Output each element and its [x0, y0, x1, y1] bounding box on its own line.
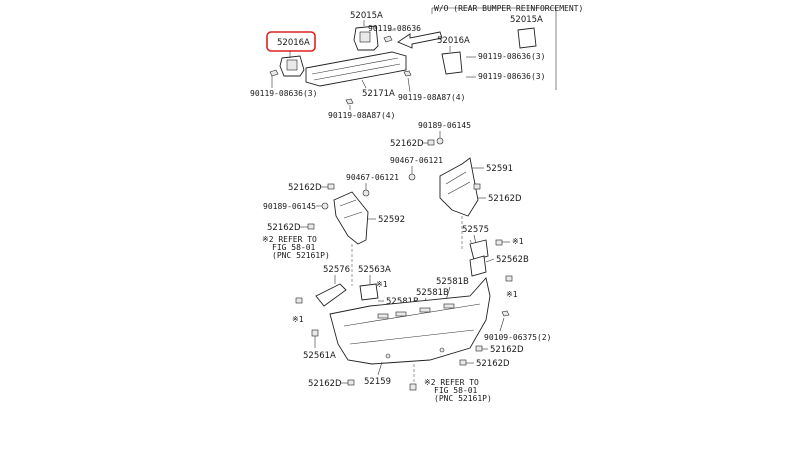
part-52563A-support[interactable] — [359, 283, 379, 301]
label-refer2-a[interactable]: ※2 REFER TO — [424, 378, 479, 387]
clip-mark1-l[interactable] — [295, 297, 303, 304]
bolt-90119-08A87-below[interactable] — [345, 98, 354, 105]
label-52015A-box[interactable]: 52015A — [510, 15, 543, 25]
bolt-90119-08636-left[interactable] — [269, 69, 279, 77]
part-52562B-support[interactable] — [469, 255, 487, 277]
label-52016A-main[interactable]: 52016A — [277, 38, 310, 48]
label-52162D-4[interactable]: 52162D — [267, 223, 301, 233]
label-52015A-top[interactable]: 52015A — [350, 11, 383, 21]
part-52015A-bracket[interactable] — [353, 25, 379, 51]
clip-52162D-3[interactable] — [327, 183, 335, 190]
label-52581B-1[interactable]: 52581B — [386, 297, 419, 307]
label-52162D-5[interactable]: 52162D — [490, 345, 524, 355]
clip-90189-06145-top[interactable] — [436, 137, 444, 145]
part-52575-retainer[interactable] — [469, 239, 489, 261]
clip-mark1-r[interactable] — [495, 239, 503, 246]
label-52562B[interactable]: 52562B — [496, 255, 529, 265]
label-52171A[interactable]: 52171A — [362, 89, 395, 99]
clip-52162D-7[interactable] — [347, 379, 355, 386]
clip-90467-06121-r[interactable] — [408, 173, 416, 181]
part-52171A-reinforcement[interactable] — [305, 51, 407, 87]
highlight-box-52016A — [266, 31, 316, 52]
wo-reinforcement-box — [431, 7, 557, 90]
label-52563A[interactable]: 52563A — [358, 265, 391, 275]
clip-52162D-6[interactable] — [459, 359, 467, 366]
clip-90467-06121-l[interactable] — [362, 189, 370, 197]
part-52015A-box-bracket[interactable] — [517, 27, 537, 49]
label-52162D-6[interactable]: 52162D — [476, 359, 510, 369]
clip-refer2[interactable] — [409, 383, 417, 391]
label-wo-box-title: W/O (REAR BUMPER REINFORCEMENT) — [434, 4, 583, 13]
label-90189-06145-l[interactable]: 90189-06145 — [263, 202, 316, 211]
label-90119-08636-box2[interactable]: 90119-08636(3) — [478, 72, 545, 81]
clip-52162D-4[interactable] — [307, 223, 315, 230]
label-52591[interactable]: 52591 — [486, 164, 513, 174]
label-90109-06375[interactable]: 90109-06375(2) — [484, 333, 551, 342]
label-90119-08636-left[interactable]: 90119-08636(3) — [250, 89, 317, 98]
label-52592[interactable]: 52592 — [378, 215, 405, 225]
clip-52561A[interactable] — [311, 329, 319, 337]
clip-52162D-1[interactable] — [427, 139, 435, 146]
bolt-90119-08636-top[interactable] — [383, 35, 393, 43]
bolt-90109-06375[interactable] — [501, 310, 510, 317]
label-52581B-2[interactable]: 52581B — [436, 277, 469, 287]
label-52162D-1[interactable]: 52162D — [390, 139, 424, 149]
label-52162D-2[interactable]: 52162D — [488, 194, 522, 204]
part-52159-bumper-cover[interactable] — [329, 277, 491, 365]
label-90467-06121-l[interactable]: 90467-06121 — [346, 173, 399, 182]
part-52591-retainer[interactable] — [439, 157, 479, 217]
part-52592-retainer[interactable] — [333, 191, 369, 245]
part-52016A-box-bracket[interactable] — [441, 51, 463, 75]
label-52576[interactable]: 52576 — [323, 265, 350, 275]
label-52159[interactable]: 52159 — [364, 377, 391, 387]
label-90119-08636-top[interactable]: 90119-08636 — [368, 24, 421, 33]
label-mark1-r[interactable]: ※1 — [512, 237, 524, 246]
label-mark1-l[interactable]: ※1 — [292, 315, 304, 324]
label-mark1-r2[interactable]: ※1 — [506, 290, 518, 299]
label-refer2-c[interactable]: (PNC 52161P) — [434, 394, 492, 403]
label-refer1-b[interactable]: FIG 58-01 — [272, 243, 316, 252]
bolt-90119-08A87-right[interactable] — [403, 70, 412, 77]
label-90119-08A87-right[interactable]: 90119-08A87(4) — [398, 93, 465, 102]
label-refer1-a[interactable]: ※2 REFER TO — [262, 235, 317, 244]
label-52162D-3[interactable]: 52162D — [288, 183, 322, 193]
label-90119-08636-box1[interactable]: 90119-08636(3) — [478, 52, 545, 61]
part-52576-retainer[interactable] — [315, 283, 347, 307]
label-mark1-m[interactable]: ※1 — [376, 280, 388, 289]
clip-mark1-r2[interactable] — [505, 275, 513, 282]
label-refer2-b[interactable]: FIG 58-01 — [434, 386, 478, 395]
label-52561A[interactable]: 52561A — [303, 351, 336, 361]
label-refer1-c[interactable]: (PNC 52161P) — [272, 251, 330, 260]
clip-52162D-5[interactable] — [475, 345, 483, 352]
reference-arrow — [397, 31, 443, 49]
label-52581B-3[interactable]: 52581B — [416, 288, 449, 298]
label-90119-08A87-below[interactable]: 90119-08A87(4) — [328, 111, 395, 120]
label-90189-06145-top[interactable]: 90189-06145 — [418, 121, 471, 130]
label-52162D-7[interactable]: 52162D — [308, 379, 342, 389]
clip-52162D-2[interactable] — [473, 183, 481, 190]
part-52016A-bracket[interactable] — [279, 55, 305, 77]
label-52575[interactable]: 52575 — [462, 225, 489, 235]
label-52016A-box[interactable]: 52016A — [437, 36, 470, 46]
clip-90189-06145-l[interactable] — [321, 202, 329, 210]
label-90467-06121-r[interactable]: 90467-06121 — [390, 156, 443, 165]
